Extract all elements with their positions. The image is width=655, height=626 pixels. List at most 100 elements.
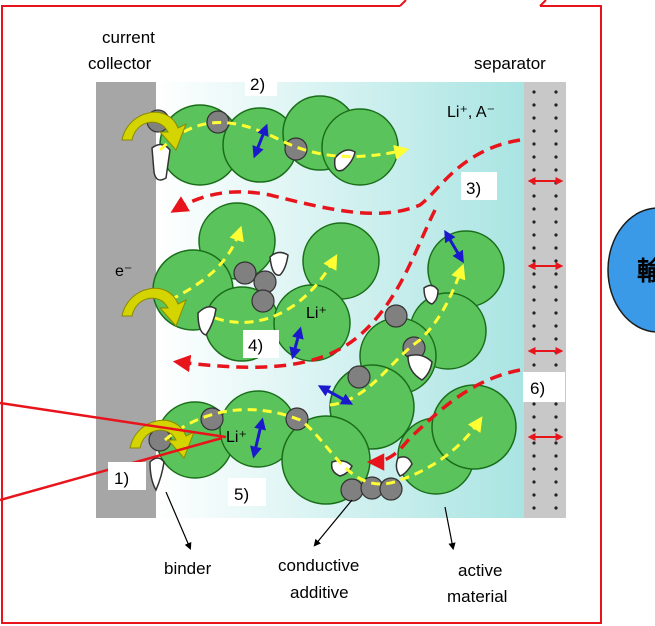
separator-dot [532,506,536,510]
ion-path [366,368,521,471]
li-ion-label-middle: Li⁺ [306,305,327,322]
separator [524,82,566,518]
electron-path [214,254,338,324]
separator-dot [554,363,558,367]
separator-dot [554,402,558,406]
separator-dot [532,194,536,198]
callout-bubble: 輸 [607,207,655,333]
contact-arrow [289,326,304,360]
separator-dot [554,467,558,471]
separator-dot [532,233,536,237]
separator-arrows [527,177,564,441]
current-collector-label-line1: current [102,28,155,47]
electron-paths [158,121,483,486]
callout-glyph: 輸 [637,256,655,286]
separator-dot [532,272,536,276]
binder-piece [395,456,413,477]
separator-dot [554,441,558,445]
binder-piece [269,251,289,276]
electron-path [158,121,410,160]
current-collector-label-line2: collector [88,54,152,73]
separator-dot [554,415,558,419]
additive-dot [379,477,403,501]
separator-dot [532,311,536,315]
binder-piece [151,143,171,181]
separator-dot [554,194,558,198]
separator-dot [532,168,536,172]
additive-dot [384,304,408,328]
separator-dot [554,298,558,302]
electron-label: e⁻ [115,263,132,280]
separator-dot [532,246,536,250]
separator-dot [532,363,536,367]
separator-dot [532,259,536,263]
additive-dot [200,407,224,431]
separator-dot [532,142,536,146]
separator-dot [554,285,558,289]
separator-dot [554,129,558,133]
separator-dot [532,402,536,406]
electrolyte-ions-label: Li⁺, A⁻ [447,104,495,121]
separator-dot [532,103,536,107]
additive-dot [233,261,257,285]
separator-dot [532,441,536,445]
separator-dot [554,103,558,107]
step-label-boxes [108,68,565,506]
separator-dot [554,168,558,172]
ion-paths [170,138,521,471]
separator-dot [554,259,558,263]
diagram-frame [1,0,602,624]
additive-dot [340,478,364,502]
step-label-3: 3) [466,179,481,198]
separator-dot [532,155,536,159]
step-label-4: 4) [248,336,263,355]
separator-dot [532,220,536,224]
separator-dot [554,272,558,276]
separator-dot [532,324,536,328]
separator-dot [554,454,558,458]
electron-path [169,225,244,302]
binder-piece [423,284,439,305]
current-collector [96,82,156,518]
separator-dot [554,90,558,94]
separator-dot [532,493,536,497]
separator-dot [532,415,536,419]
step-label-5: 5) [234,485,249,504]
separator-dot [554,428,558,432]
binder-pieces [149,143,439,492]
separator-dot [532,116,536,120]
separator-dot [532,467,536,471]
separator-label: separator [474,54,546,73]
binder-piece [149,457,165,492]
conductive-additive-label-line1: conductive [278,556,359,575]
separator-dot [554,506,558,510]
contact-arrow [250,417,266,459]
additive-dot [251,289,275,313]
binder-label: binder [164,559,212,578]
binder-piece [330,459,353,477]
binder-piece [407,354,433,381]
separator-dot [532,454,536,458]
separator-dot [532,337,536,341]
contact-arrow [252,123,269,159]
additive-dot [347,365,371,389]
separator-dot [554,246,558,250]
electron-transfer-arrow [121,287,187,327]
separator-dot [532,129,536,133]
particle [321,108,399,186]
separator-dot [554,233,558,237]
ion-path [172,209,437,373]
separator-dot [554,220,558,224]
separator-dot [554,324,558,328]
separator-dot [532,90,536,94]
active-material-label-line1: active [458,561,502,580]
step-label-6: 6) [530,379,545,398]
contact-arrow [444,229,464,264]
separator-dot [554,155,558,159]
callout-pointers [165,491,456,551]
li-ion-label-bottom: Li⁺ [226,429,247,446]
separator-dot [532,428,536,432]
step-label-2: 2) [250,75,265,94]
ion-path [170,138,521,215]
